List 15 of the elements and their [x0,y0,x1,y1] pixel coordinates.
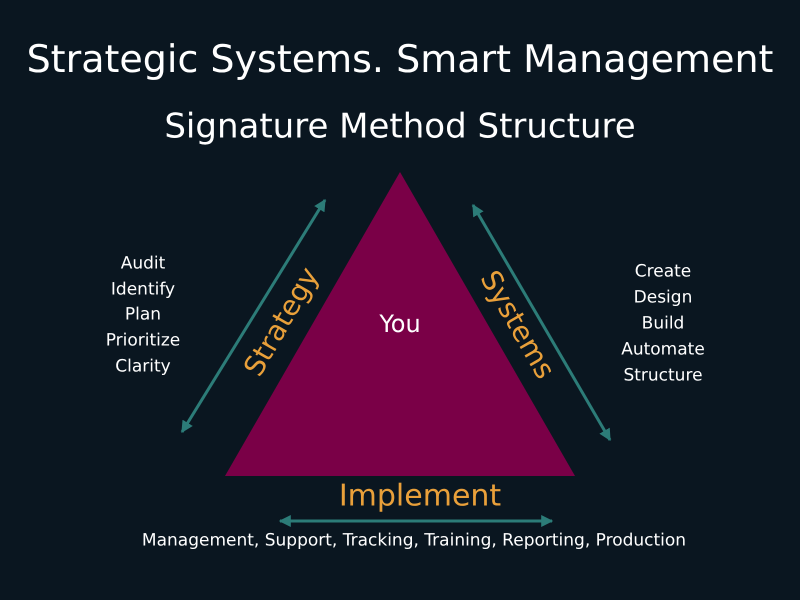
task-word: Audit [120,254,166,274]
title: Strategic Systems. Smart Management [26,39,774,81]
task-word: Prioritize [106,332,180,350]
subtitle: Signature Method Structure [164,108,636,146]
task-word: Structure [623,366,703,386]
task-word: Build [642,314,684,334]
task-word: Clarity [115,358,171,376]
footer-text: Management, Support, Tracking, Training, Reporting, Production [142,532,686,550]
task-word: Automate [621,340,705,360]
task-word: Design [634,288,692,308]
side-label: Implement [338,480,502,512]
task-word: Plan [124,306,162,324]
task-word: Identify [110,280,176,300]
task-word: Create [634,262,692,282]
triangle-label: You [379,310,421,338]
